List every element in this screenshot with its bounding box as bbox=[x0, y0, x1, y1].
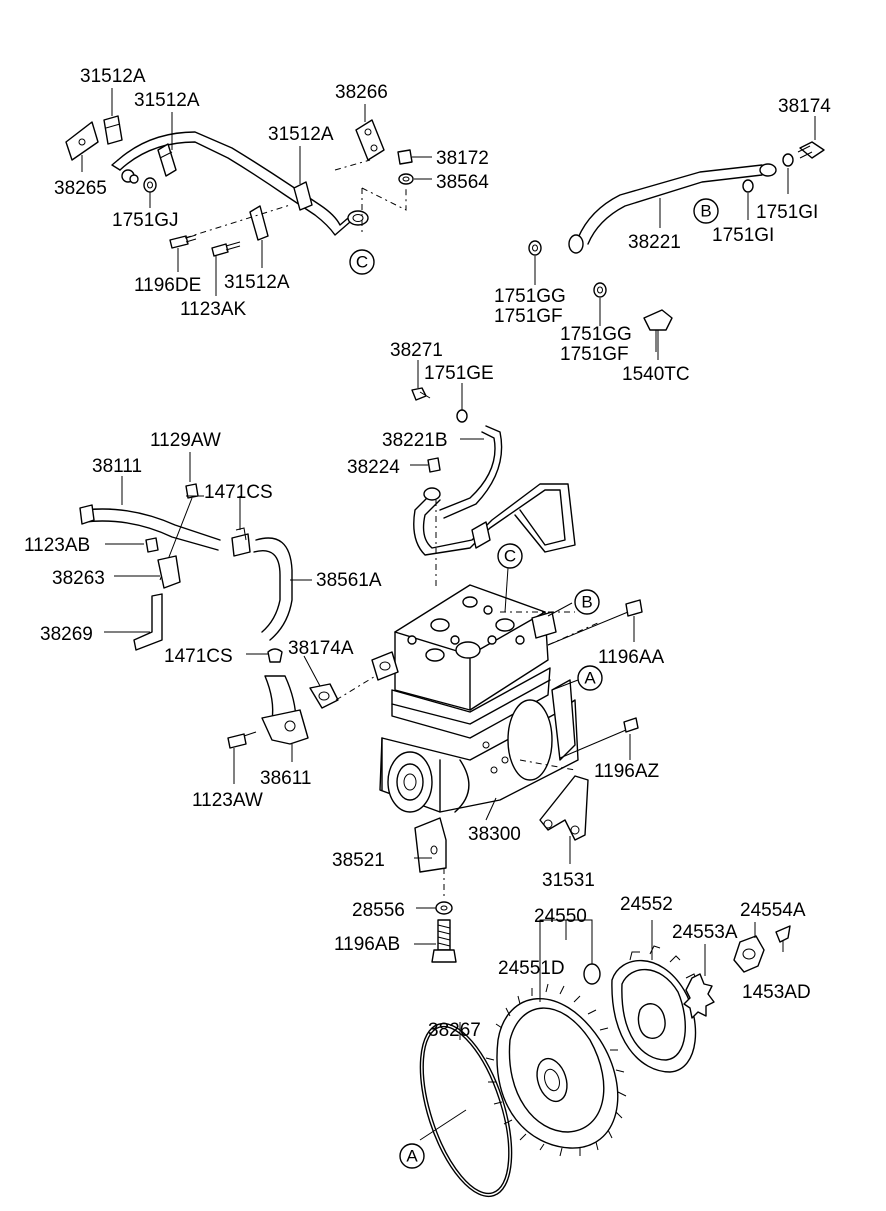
part-label-38111: 38111 bbox=[92, 456, 142, 477]
part-label-38611: 38611 bbox=[260, 768, 311, 789]
part-label-38172: 38172 bbox=[436, 148, 489, 169]
part-label-1751gg-2: 1751GG bbox=[560, 324, 632, 345]
ref-label-b-top: B bbox=[700, 202, 711, 221]
part-label-24554a: 24554A bbox=[740, 900, 806, 921]
part-label-38521: 38521 bbox=[332, 850, 385, 871]
part-label-38221b: 38221B bbox=[382, 430, 448, 451]
leaders-left-middle bbox=[104, 452, 321, 784]
pipe-38221-assembly bbox=[528, 141, 825, 352]
part-label-28556: 28556 bbox=[352, 900, 405, 921]
ref-label-c-top: C bbox=[356, 253, 368, 272]
part-label-38265: 38265 bbox=[54, 178, 107, 199]
ref-marker-a-body bbox=[577, 665, 603, 691]
pipe-assembly-top-left bbox=[65, 115, 414, 257]
part-label-24550: 24550 bbox=[534, 906, 587, 927]
part-label-31512a-2: 31512A bbox=[134, 90, 200, 111]
pipe-38221B-assembly bbox=[411, 387, 576, 590]
part-label-1751gj: 1751GJ bbox=[112, 210, 179, 231]
part-label-1123aw: 1123AW bbox=[192, 790, 263, 811]
part-label-1751gf-1: 1751GF bbox=[494, 306, 563, 327]
part-label-38224: 38224 bbox=[347, 457, 400, 478]
part-label-1751ge: 1751GE bbox=[424, 363, 494, 384]
part-label-31512a-4: 31512A bbox=[224, 272, 290, 293]
part-label-1751gg-1: 1751GG bbox=[494, 286, 566, 307]
part-label-1751gi-2: 1751GI bbox=[712, 225, 774, 246]
part-label-1453ad: 1453AD bbox=[742, 982, 811, 1003]
part-label-1196de: 1196DE bbox=[134, 275, 201, 296]
part-label-1471cs-2: 1471CS bbox=[164, 646, 233, 667]
leaders-compressor bbox=[414, 567, 635, 945]
part-label-1196ab: 1196AB bbox=[334, 934, 400, 955]
part-label-1540tc: 1540TC bbox=[622, 364, 690, 385]
leaders-top-left bbox=[81, 88, 432, 296]
part-label-1196aa: 1196AA bbox=[598, 647, 665, 668]
ref-marker-c-top bbox=[349, 249, 375, 275]
ref-label-a-bottom: A bbox=[406, 1147, 418, 1166]
part-label-38564: 38564 bbox=[436, 172, 489, 193]
part-label-1751gi-1: 1751GI bbox=[756, 202, 818, 223]
part-label-38263: 38263 bbox=[52, 568, 105, 589]
pipe-38111-assembly bbox=[79, 483, 383, 749]
part-label-38271: 38271 bbox=[390, 340, 443, 361]
gear-assembly-bottom bbox=[419, 919, 791, 1198]
part-label-38221: 38221 bbox=[628, 232, 681, 253]
part-label-38300: 38300 bbox=[468, 824, 521, 845]
part-label-24551d: 24551D bbox=[498, 958, 565, 979]
part-label-31512a-3: 31512A bbox=[268, 124, 334, 145]
part-label-31512a-1: 31512A bbox=[80, 66, 146, 87]
leaders-middle-upper bbox=[410, 360, 484, 466]
part-label-38267: 38267 bbox=[428, 1020, 481, 1041]
compressor-38300 bbox=[371, 584, 643, 963]
ref-marker-b-body bbox=[574, 589, 600, 615]
part-label-1471cs-1: 1471CS bbox=[204, 482, 273, 503]
part-label-38174: 38174 bbox=[778, 96, 831, 117]
part-label-38269: 38269 bbox=[40, 624, 93, 645]
part-label-38174a: 38174A bbox=[288, 638, 354, 659]
part-label-1123ab: 1123AB bbox=[24, 535, 90, 556]
part-label-1751gf-2: 1751GF bbox=[560, 344, 629, 365]
ref-label-a-body: A bbox=[584, 669, 596, 688]
ref-marker-c-body bbox=[497, 543, 523, 569]
ref-label-c-body: C bbox=[504, 547, 516, 566]
part-label-24553a: 24553A bbox=[672, 922, 738, 943]
leaders-top-right bbox=[534, 116, 816, 360]
part-label-24552: 24552 bbox=[620, 894, 673, 915]
part-label-1123ak: 1123AK bbox=[180, 299, 247, 320]
ref-marker-a-bottom bbox=[399, 1143, 425, 1169]
part-label-38561a: 38561A bbox=[316, 570, 382, 591]
part-label-1196az: 1196AZ bbox=[594, 761, 660, 782]
leaders-gears bbox=[459, 920, 784, 1040]
part-labels: 31512A 31512A 38266 31512A 38172 38564 3… bbox=[24, 66, 831, 1041]
part-label-1129aw: 1129AW bbox=[150, 430, 221, 451]
reference-markers: C B C B A A bbox=[349, 198, 719, 1169]
part-label-38266: 38266 bbox=[335, 82, 388, 103]
part-label-31531: 31531 bbox=[542, 870, 595, 891]
ref-marker-b-top bbox=[693, 198, 719, 224]
ref-label-b-body: B bbox=[581, 593, 592, 612]
